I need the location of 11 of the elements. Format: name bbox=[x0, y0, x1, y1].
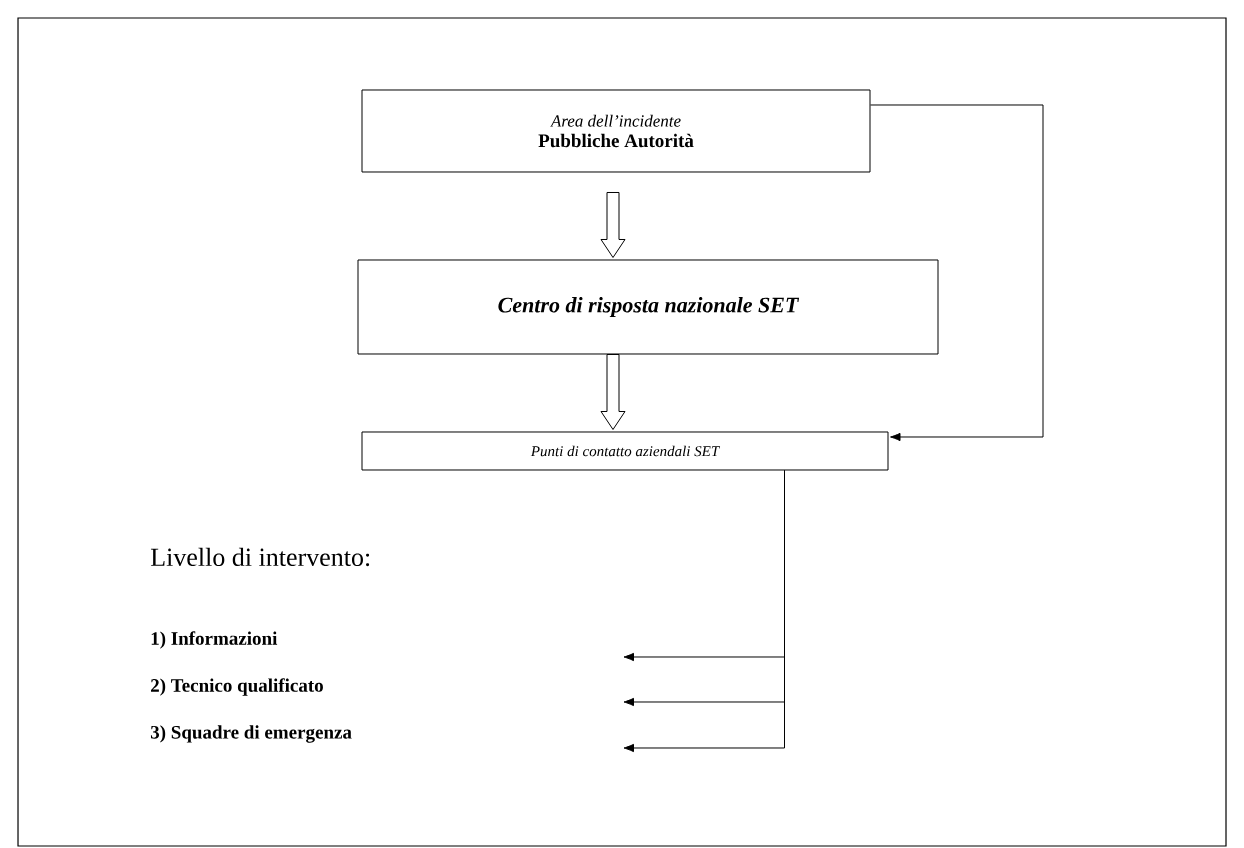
heading: Livello di intervento: bbox=[150, 547, 370, 567]
contact-points-box: Punti di contatto aziendali SET bbox=[361, 431, 889, 471]
arrow bbox=[623, 470, 785, 753]
authority-box: Area dell’incidente Pubbliche Autorità bbox=[361, 89, 871, 173]
block-arrow bbox=[600, 354, 626, 430]
response-center-box: Centro di risposta nazionale SET bbox=[357, 259, 939, 355]
list-item: 2) Tecnico qualificato bbox=[151, 678, 323, 696]
block-arrow bbox=[600, 192, 626, 258]
list-item: 3) Squadre di emergenza bbox=[150, 725, 352, 743]
arrow bbox=[870, 104, 1044, 442]
list-item: 1) Informazioni bbox=[151, 631, 278, 649]
